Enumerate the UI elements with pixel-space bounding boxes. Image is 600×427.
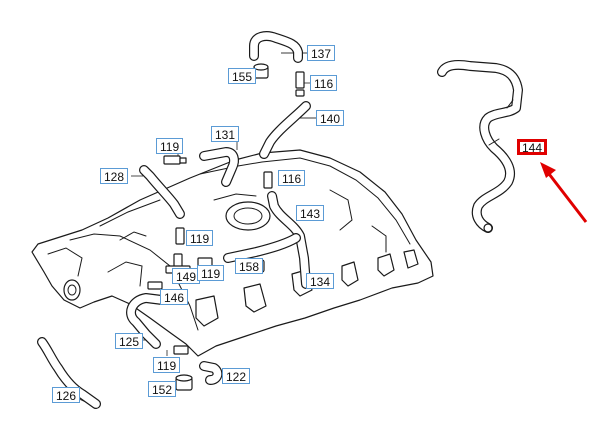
- callout-119-upper[interactable]: 119: [156, 138, 184, 154]
- callout-137[interactable]: 137: [307, 45, 336, 61]
- callout-126[interactable]: 126: [52, 387, 81, 403]
- callout-128[interactable]: 128: [100, 168, 129, 184]
- callout-119-lower[interactable]: 119: [197, 265, 225, 281]
- highlight-arrow: [540, 162, 588, 223]
- callout-155[interactable]: 155: [228, 68, 257, 84]
- hoses: [37, 31, 523, 409]
- callout-152[interactable]: 152: [148, 381, 177, 397]
- callout-122[interactable]: 122: [222, 368, 251, 384]
- callout-116-upper[interactable]: 116: [310, 75, 338, 91]
- callout-144-highlighted[interactable]: 144: [517, 139, 548, 155]
- callout-149[interactable]: 149: [172, 268, 201, 284]
- callout-116-middle[interactable]: 116: [278, 170, 306, 186]
- callout-119-bottom[interactable]: 119: [153, 357, 181, 373]
- callout-131[interactable]: 131: [211, 126, 240, 142]
- callout-146[interactable]: 146: [160, 289, 189, 305]
- callout-143[interactable]: 143: [296, 205, 325, 221]
- callout-119-middle[interactable]: 119: [186, 230, 214, 246]
- callout-158[interactable]: 158: [235, 258, 264, 274]
- callout-134[interactable]: 134: [306, 273, 335, 289]
- callout-125[interactable]: 125: [115, 333, 144, 349]
- callout-140[interactable]: 140: [316, 110, 345, 126]
